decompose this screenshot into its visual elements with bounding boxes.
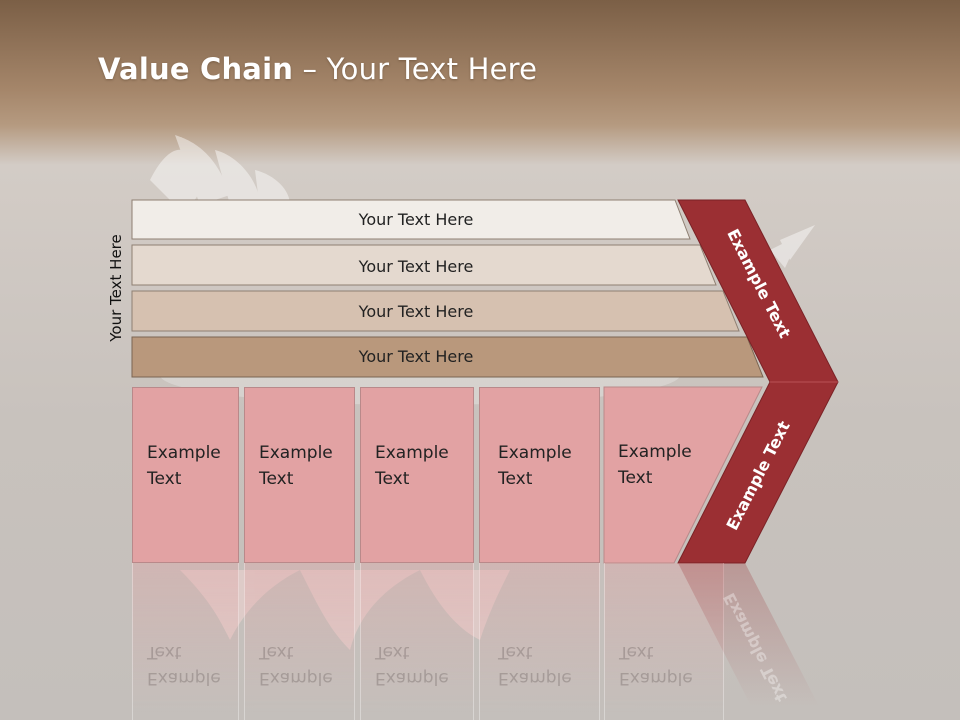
primary-box-5[interactable]: Example Text [604, 387, 724, 563]
primary-box-1-line2: Text [147, 469, 182, 489]
primary-box-3-line1: Example [375, 443, 449, 463]
support-bar-3[interactable] [131, 290, 740, 332]
page-title-bold: Value Chain [98, 52, 294, 86]
support-bar-1[interactable] [131, 199, 691, 240]
primary-box-2[interactable]: Example Text [244, 387, 355, 563]
primary-box-5-line1: Example [618, 442, 692, 462]
support-bar-4[interactable] [131, 336, 764, 378]
support-bar-4-label: Your Text Here [358, 347, 474, 366]
page-title-rest: – Your Text Here [293, 52, 538, 86]
primary-box-2-line1: Example [259, 443, 333, 463]
support-bar-3-label: Your Text Here [358, 302, 474, 321]
primary-box-5-shape[interactable] [603, 386, 763, 564]
support-bar-1-label: Your Text Here [358, 210, 474, 229]
support-bar-2[interactable] [131, 244, 717, 286]
primary-box-2-line2: Text [259, 469, 294, 489]
support-bar-2-label: Your Text Here [358, 257, 474, 276]
primary-box-3[interactable]: Example Text [360, 387, 474, 563]
primary-box-1-line1: Example [147, 443, 221, 463]
primary-box-5-line2: Text [618, 468, 653, 488]
primary-box-4-line2: Text [498, 469, 533, 489]
primary-box-4[interactable]: Example Text [479, 387, 600, 563]
primary-box-1[interactable]: Example Text [132, 387, 239, 563]
primary-box-3-line2: Text [375, 469, 410, 489]
primary-box-4-line1: Example [498, 443, 572, 463]
page-title: Value Chain – Your Text Here [98, 52, 537, 86]
